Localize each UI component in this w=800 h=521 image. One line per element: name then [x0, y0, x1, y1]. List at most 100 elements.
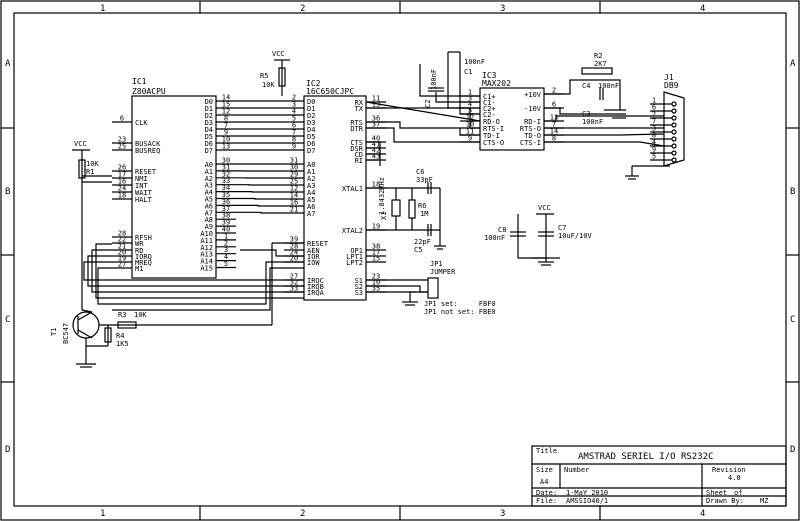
ic3-pin-name: RTS-O	[520, 125, 541, 133]
ic1-pin-number: 36	[222, 198, 230, 206]
r4-ref: R4	[116, 332, 124, 340]
ic1-pin-name: A3	[205, 182, 213, 190]
row-label: D	[5, 445, 10, 455]
ic1-pin-number: 17	[118, 171, 126, 179]
r1-ref: R1	[86, 168, 94, 176]
ic2-pin-number: 28	[290, 243, 298, 251]
x1-ref: X1	[380, 212, 388, 220]
ic2-pin-number: 11	[372, 95, 380, 103]
ic1-pin-name: BUSREQ	[135, 147, 160, 155]
sheet-label: Sheet	[706, 489, 727, 497]
date-value: 1-MaY 2010	[566, 489, 608, 497]
ic2-pin-number: 40	[372, 135, 380, 143]
ic1-pin-number: 9	[224, 129, 228, 137]
ic1-pin-name: D5	[205, 133, 213, 141]
t1-value: BC547	[62, 323, 70, 344]
ic1-pin-number: 3	[224, 246, 228, 254]
ic3-pin-name: CTS-O	[483, 139, 504, 147]
ic2-pin-number: 8	[292, 136, 296, 144]
ic1-part: Z80ACPU	[132, 87, 166, 96]
ic2-pin-name: XTAL2	[342, 227, 363, 235]
ic1-pin-name: D2	[205, 112, 213, 120]
column-label: 3	[500, 509, 505, 519]
ic2-pin-number: 29	[290, 171, 298, 179]
j1-pin-number: 1	[652, 97, 656, 105]
ic1-pin-name: WAIT	[135, 189, 153, 197]
c2-value: 100nF	[430, 69, 438, 90]
ic3-pin-number: 13	[550, 114, 558, 122]
ic1-z80-cpu: IC1 Z80ACPU 6CLK23BUSACK25BUSREQ26RESET1…	[112, 77, 236, 279]
file-value: AMSSIO40/1	[566, 497, 608, 505]
row-label: A	[790, 59, 796, 69]
ic2-pin-name: A2	[307, 175, 315, 183]
ic2-pin-number: 13	[372, 101, 380, 109]
title-text: AMSTRAD SERIEL I/O RS232C	[578, 452, 713, 462]
ic2-pin-number: 3	[292, 101, 296, 109]
ic2-pin-name: TX	[355, 105, 364, 113]
c3-ref: C3	[582, 110, 590, 118]
ic2-pin-name: RX	[355, 99, 364, 107]
ic1-pin-number: 24	[118, 185, 126, 193]
ic2-pin-number: 42	[372, 147, 380, 155]
ic1-ref: IC1	[132, 77, 147, 86]
r5-ref: R5	[260, 72, 268, 80]
ic1-pin-number: 2	[224, 239, 228, 247]
capacitor-c2: 100nF C2	[424, 69, 444, 108]
title-block: Title AMSTRAD SERIEL I/O RS232C Size A4 …	[531, 445, 787, 507]
ic2-pin-name: D3	[307, 119, 315, 127]
ic1-pin-number: 23	[118, 136, 126, 144]
ic3-ref: IC3	[482, 71, 497, 80]
ic1-pin-name: MREQ	[135, 259, 152, 267]
drawn-by-value: MZ	[760, 497, 768, 505]
ic1-pin-number: 39	[222, 219, 230, 227]
ic1-pin-number: 6	[120, 115, 124, 123]
row-label: B	[5, 187, 10, 197]
ic2-pin-number: 14	[290, 192, 298, 200]
ic3-pin-name: CTS-I	[520, 139, 541, 147]
r5-value: 10K	[262, 81, 275, 89]
ic2-pin-number: 32	[290, 279, 298, 287]
ic1-pin-name: A4	[205, 189, 213, 197]
ic1-pin-name: A13	[200, 251, 213, 259]
ic2-pin-name: A7	[307, 210, 315, 218]
row-labels: A B C D A B C D	[5, 59, 796, 455]
column-labels: 1 2 3 4 1 2 3 4	[100, 4, 705, 519]
ic1-pin-number: 20	[118, 249, 126, 257]
ic2-pin-number: 12	[290, 185, 298, 193]
j1-pin-number: 6	[652, 104, 656, 112]
ic1-pin-number: 35	[222, 191, 230, 199]
row-label: C	[5, 315, 10, 325]
ic1-pin-name: BUSACK	[135, 140, 161, 148]
ic2-pin-number: 19	[372, 223, 380, 231]
ic1-pin-name: RD	[135, 247, 143, 255]
r4-value: 1K5	[116, 340, 129, 348]
ic3-pin-number: 7	[552, 121, 556, 129]
ic2-pin-name: D0	[307, 98, 315, 106]
r6-value: 1M	[420, 210, 428, 218]
ic2-pin-number: 17	[372, 249, 380, 257]
j1-pin-contact	[671, 157, 677, 163]
ic2-pin-name: D1	[307, 105, 315, 113]
ic1-pin-number: 33	[222, 177, 230, 185]
ic1-pin-number: 1	[224, 232, 228, 240]
ic2-pin-name: A1	[307, 168, 315, 176]
r1-value: 10K	[86, 160, 99, 168]
ic1-pin-name: CLK	[135, 119, 148, 127]
ic2-pin-number: 21	[290, 206, 298, 214]
ic1-pin-name: A11	[200, 237, 213, 245]
bus-wire	[236, 197, 284, 200]
ic1-pin-name: RESET	[135, 168, 157, 176]
ic2-pin-name: LPT2	[346, 259, 363, 267]
j1-pin-number: 8	[652, 132, 656, 140]
transistor-t1: T1 BC547	[50, 309, 100, 368]
ic1-pin-number: 21	[118, 243, 126, 251]
ic3-pin-number: 6	[552, 101, 556, 109]
capacitor-c1: 100nF C1	[464, 58, 485, 76]
j1-pin-number: 5	[652, 153, 656, 161]
ic1-pin-name: D0	[205, 98, 213, 106]
ic2-left-pins: 2D03D14D25D36D47D58D69D731A030A129A225A3…	[284, 94, 329, 297]
ic2-pin-number: 10	[372, 279, 380, 287]
ic1-pin-number: 15	[222, 101, 230, 109]
